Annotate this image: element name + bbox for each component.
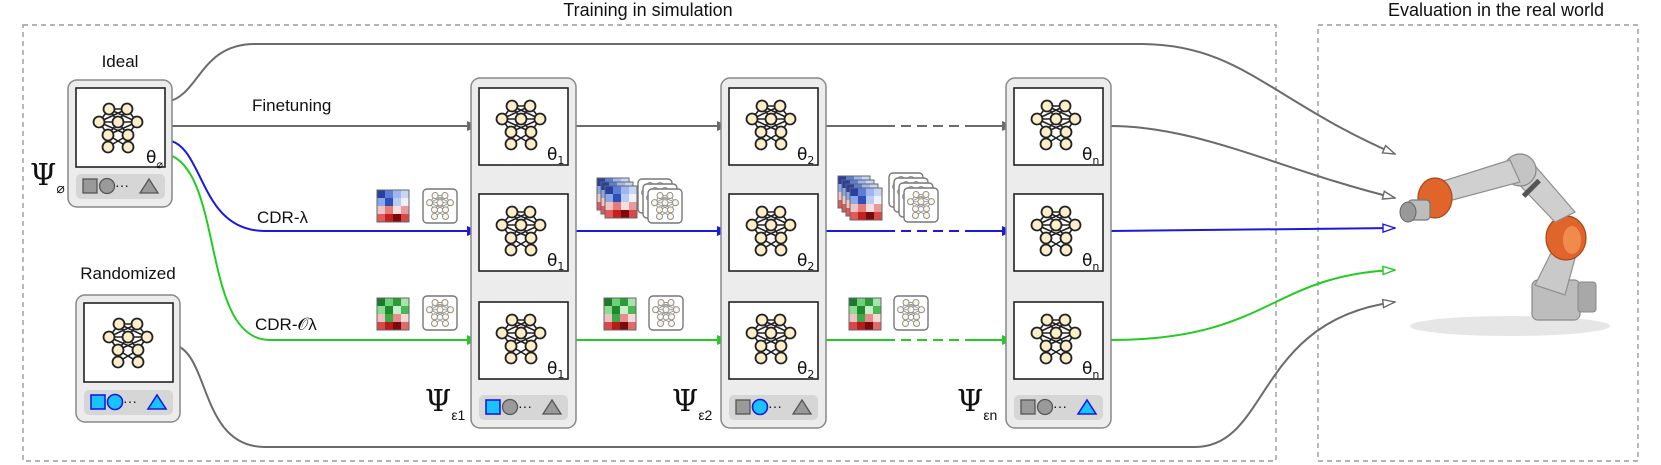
stage-1-column: θ1 θ1 θ1 ··· xyxy=(470,77,577,429)
dots: ··· xyxy=(518,398,532,414)
square-shape-icon xyxy=(735,399,751,415)
network-thumbnail xyxy=(423,296,457,330)
ideal-policy-card: θ⌀ ··· xyxy=(67,79,173,208)
circle-shape-icon xyxy=(501,398,519,416)
cdr-lambda-label: CDR-λ xyxy=(257,208,308,227)
square-shape-icon xyxy=(82,178,98,194)
ideal-label: Ideal xyxy=(102,52,139,71)
dots: ··· xyxy=(1053,398,1067,414)
blue-parameter-heatmap-stack xyxy=(596,177,638,219)
dots: ··· xyxy=(115,177,129,193)
triangle-shape-icon xyxy=(146,393,168,410)
psi-stage-2: Ψε2 xyxy=(672,384,713,423)
cdr-o-lambda-line-1 xyxy=(166,153,479,345)
randomized-policy-card: ··· xyxy=(75,294,181,423)
network-thumbnail-stack xyxy=(889,173,938,222)
green-parameter-heatmap xyxy=(848,297,882,331)
cdr-lambda-line-1 xyxy=(166,139,479,236)
square-shape-icon xyxy=(485,399,501,415)
randomized-label: Randomized xyxy=(80,264,175,283)
psi-ideal: Ψ⌀ xyxy=(30,158,65,196)
theta-ideal: θ⌀ xyxy=(146,148,163,171)
triangle-shape-icon xyxy=(541,398,563,415)
theta-stage-1-finetuning: θ1 xyxy=(547,145,564,167)
blue-parameter-heatmap xyxy=(376,189,410,223)
network-thumbnail xyxy=(423,189,457,223)
blue-parameter-heatmap-stack xyxy=(837,175,883,221)
theta-stage-2-cdr-lambda: θ2 xyxy=(797,251,814,273)
triangle-shape-icon xyxy=(138,177,160,194)
randomized-to-real-line xyxy=(174,302,1395,448)
square-shape-icon xyxy=(1020,399,1036,415)
evaluation-frame xyxy=(1317,24,1639,462)
green-parameter-heatmap xyxy=(376,297,410,331)
square-shape-icon xyxy=(90,394,106,410)
green-parameter-heatmap xyxy=(603,297,637,331)
triangle-shape-icon xyxy=(1076,398,1098,415)
training-section-title: Training in simulation xyxy=(563,0,732,20)
robot-arm-icon xyxy=(1399,153,1610,336)
theta-stage-2-cdr-o-lambda: θ2 xyxy=(797,359,814,381)
theta-stage-n-finetuning: θn xyxy=(1082,145,1099,167)
circle-shape-icon xyxy=(1036,398,1054,416)
finetuning-to-real-line xyxy=(1109,125,1395,198)
network-thumbnail-stack xyxy=(638,179,682,223)
psi-stage-1: Ψε1 xyxy=(425,384,466,423)
stage-n-column: θn θn θn ··· xyxy=(1005,77,1112,429)
training-frame xyxy=(22,24,1277,462)
cdr-o-lambda-to-real-line xyxy=(1109,270,1395,341)
circle-shape-icon xyxy=(106,393,124,411)
triangle-shape-icon xyxy=(791,398,813,415)
finetuning-label: Finetuning xyxy=(252,96,331,115)
psi-stage-n: Ψεn xyxy=(957,384,997,423)
network-thumbnail xyxy=(894,296,928,330)
stage-2-column: θ2 θ2 θ2 ··· xyxy=(720,77,827,429)
dots: ··· xyxy=(123,393,137,409)
network-thumbnail xyxy=(649,296,683,330)
theta-stage-1-cdr-o-lambda: θ1 xyxy=(547,359,564,381)
cdr-lambda-to-real-line xyxy=(1109,228,1395,231)
theta-stage-n-cdr-lambda: θn xyxy=(1082,251,1099,273)
circle-shape-icon xyxy=(98,177,116,195)
circle-shape-icon xyxy=(751,398,769,416)
theta-stage-n-cdr-o-lambda: θn xyxy=(1082,359,1099,381)
evaluation-section-title: Evaluation in the real world xyxy=(1388,0,1604,20)
theta-stage-1-cdr-lambda: θ1 xyxy=(547,251,564,273)
theta-stage-2-finetuning: θ2 xyxy=(797,145,814,167)
dots: ··· xyxy=(768,398,782,414)
ideal-to-real-line xyxy=(166,43,1395,155)
cdr-o-lambda-label: CDR-𝒪λ xyxy=(255,315,317,334)
